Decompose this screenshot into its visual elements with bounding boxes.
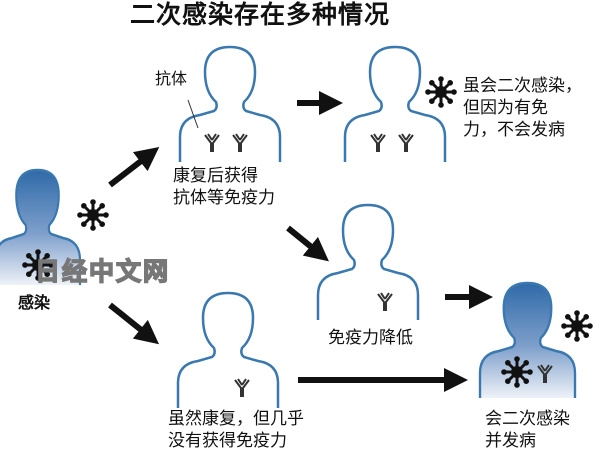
page-title: 二次感染存在多种情况 bbox=[130, 0, 391, 29]
immune-label: 虽会二次感染，但因为有免力，不会发病 bbox=[463, 76, 582, 140]
antibody-icon bbox=[370, 133, 414, 153]
arrows bbox=[108, 91, 493, 392]
antibody-pointer bbox=[187, 99, 199, 129]
person-immune bbox=[343, 45, 447, 164]
lowered-immunity-label: 免疫力降低 bbox=[328, 328, 413, 348]
person-recovered bbox=[178, 45, 282, 164]
virus-icon bbox=[423, 74, 459, 110]
antibody-icon bbox=[204, 133, 248, 153]
person-no-immunity bbox=[176, 291, 280, 410]
infected-label: 感染 bbox=[18, 293, 51, 312]
sick-label: 会二次感染并发病 bbox=[485, 409, 570, 451]
no-immunity-label: 虽然康复，但几乎没有获得免疫力 bbox=[168, 409, 304, 451]
antibody-label: 抗体 bbox=[155, 69, 188, 88]
recovered-label: 康复后获得抗体等免疫力 bbox=[173, 166, 275, 208]
antibody-icon bbox=[377, 292, 393, 312]
watermark: 日经中文网 bbox=[34, 256, 171, 287]
antibody-icon bbox=[234, 378, 250, 398]
person-lowered bbox=[316, 203, 420, 322]
